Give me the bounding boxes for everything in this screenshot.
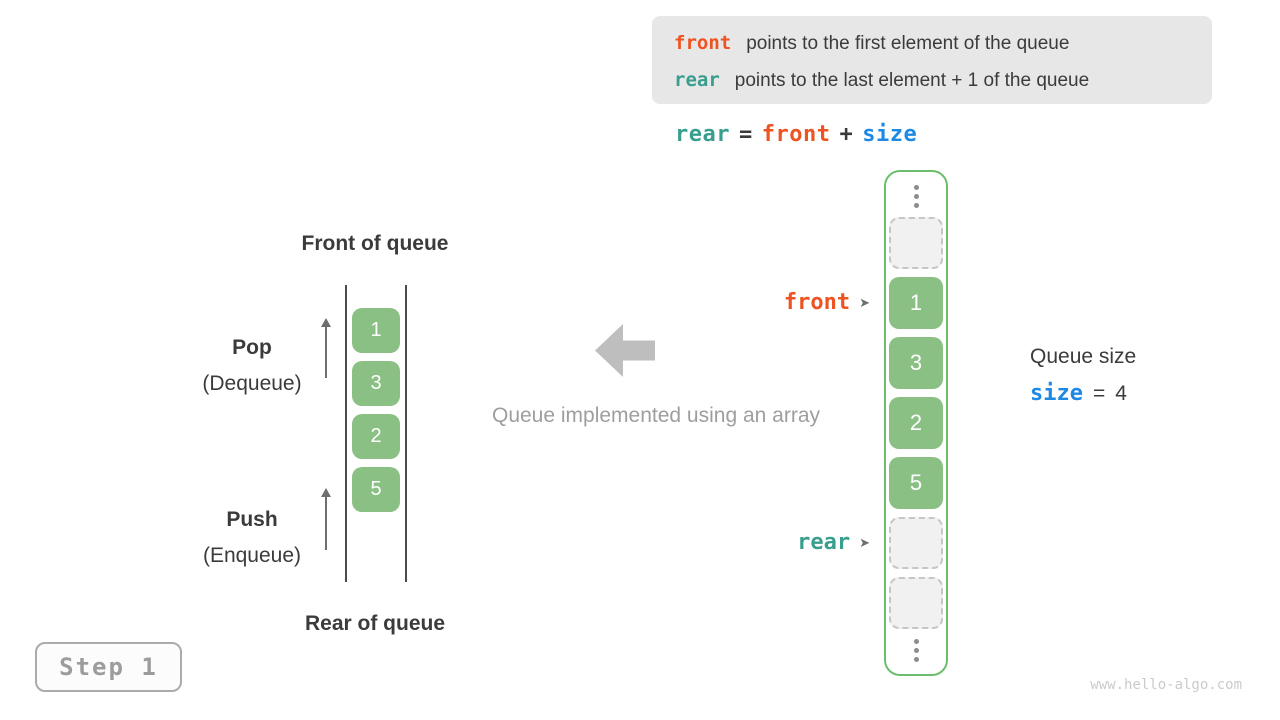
- queue-box: 1: [352, 308, 400, 353]
- front-of-queue-label: Front of queue: [301, 232, 449, 255]
- array-cell-empty: [889, 217, 943, 269]
- array-container: 1 3 2 5: [884, 170, 948, 676]
- channel-line-left: [345, 285, 347, 582]
- push-up-arrow-icon: [320, 488, 332, 550]
- rear-pointer-label: rear: [797, 530, 851, 555]
- pop-label-block: Pop (Dequeue): [167, 333, 337, 399]
- rear-code-token: rear: [674, 69, 720, 91]
- size-value: 4: [1115, 382, 1127, 405]
- queue-box: 5: [352, 467, 400, 512]
- info-line-front: front points to the first element of the …: [674, 25, 1212, 62]
- formula-front: front: [761, 122, 831, 147]
- watermark: www.hello-algo.com: [1090, 677, 1242, 693]
- left-arrow-icon: [595, 324, 655, 377]
- channel-line-right: [405, 285, 407, 582]
- dequeue-label: (Dequeue): [202, 372, 302, 395]
- front-code-token: front: [674, 32, 732, 54]
- formula: rear = front + size: [675, 120, 917, 150]
- array-cell-value: 1: [889, 277, 943, 329]
- front-pointer: front ➤: [720, 289, 870, 317]
- queue-box: 3: [352, 361, 400, 406]
- array-cell-empty: [889, 517, 943, 569]
- front-pointer-arrow-icon: ➤: [859, 295, 870, 311]
- push-label-block: Push (Enqueue): [167, 505, 337, 571]
- vertical-ellipsis-icon: [913, 183, 919, 209]
- queue-size-line: size = 4: [1030, 380, 1127, 408]
- step-badge: Step 1: [35, 642, 182, 692]
- rear-of-queue-label: Rear of queue: [304, 612, 446, 635]
- pop-up-arrow-icon: [320, 318, 332, 378]
- rear-description: points to the last element + 1 of the qu…: [734, 70, 1090, 91]
- formula-plus: +: [839, 122, 854, 147]
- front-description: points to the first element of the queue: [746, 33, 1070, 54]
- array-cell-value: 3: [889, 337, 943, 389]
- push-label: Push: [226, 508, 278, 531]
- queue-box: 2: [352, 414, 400, 459]
- pop-label: Pop: [232, 336, 272, 359]
- array-cell-value: 2: [889, 397, 943, 449]
- queue-size-title: Queue size: [1030, 345, 1137, 368]
- rear-pointer-arrow-icon: ➤: [859, 535, 870, 551]
- formula-rear: rear: [675, 122, 730, 147]
- info-line-rear: rear points to the last element + 1 of th…: [674, 62, 1212, 99]
- left-queue-stack: 1 3 2 5: [352, 308, 400, 512]
- array-cell-value: 5: [889, 457, 943, 509]
- array-cell-empty: [889, 577, 943, 629]
- info-box: front points to the first element of the …: [652, 16, 1212, 104]
- enqueue-label: (Enqueue): [202, 544, 302, 567]
- vertical-ellipsis-icon: [913, 637, 919, 663]
- formula-equals: =: [738, 122, 753, 147]
- formula-size: size: [862, 122, 918, 147]
- rear-pointer: rear ➤: [720, 529, 870, 557]
- array-caption: Queue implemented using an array: [491, 404, 821, 427]
- size-code-token: size: [1030, 381, 1083, 406]
- front-pointer-label: front: [783, 290, 851, 315]
- size-equals: =: [1092, 382, 1106, 405]
